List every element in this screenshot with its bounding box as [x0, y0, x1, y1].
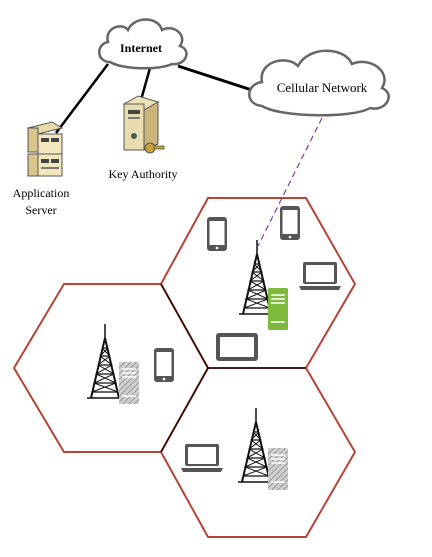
- key-authority-label: Key Authority: [109, 167, 178, 181]
- cell-grid: [12, 197, 357, 538]
- base-station-server-icon: [267, 447, 289, 491]
- server-rack-icon: [26, 121, 64, 177]
- tablet-icon: [216, 333, 258, 361]
- key-server-icon: [122, 95, 165, 154]
- base-station-server-icon: [118, 361, 140, 405]
- phone-icon: [207, 217, 227, 251]
- link-internet-keyauthority: [139, 67, 152, 101]
- application-server-label-line1: Application: [13, 186, 70, 200]
- base-station-server-icon: [267, 287, 289, 331]
- cell-top: [207, 206, 341, 361]
- laptop-icon: [299, 262, 341, 290]
- cell-bottom: [181, 407, 289, 491]
- cell-tower-icon: [86, 323, 124, 399]
- cell-left: [86, 323, 174, 405]
- laptop-icon: [181, 444, 223, 472]
- application-server-label-line2: Server: [25, 203, 56, 217]
- phone-icon: [154, 348, 174, 382]
- cellular-network-cloud-icon: [248, 49, 390, 117]
- wired-links: [55, 63, 259, 134]
- internet-label: Internet: [120, 41, 162, 55]
- cellular-network-label: Cellular Network: [277, 80, 368, 95]
- link-internet-cellular: [177, 64, 259, 94]
- internet-cloud-icon: [98, 18, 188, 70]
- wireless-link: [257, 117, 323, 247]
- phone-icon: [280, 206, 300, 240]
- link-internet-appserver: [55, 63, 109, 134]
